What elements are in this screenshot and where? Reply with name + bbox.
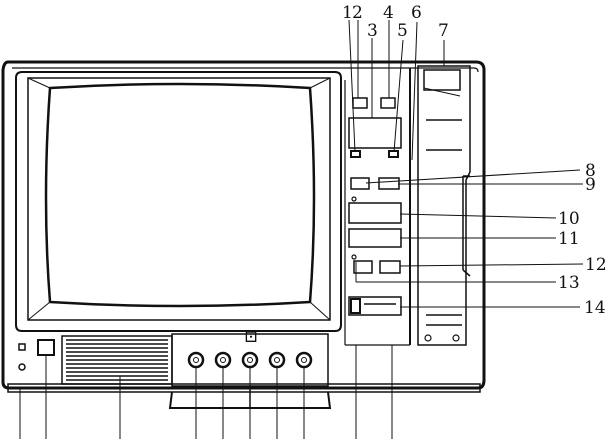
lower-front-panel: ⊡ <box>18 327 332 409</box>
callout-14: 14 <box>584 298 606 318</box>
callout-1: 1 <box>342 3 353 23</box>
button-13 <box>353 260 373 274</box>
knob-5 <box>295 351 313 369</box>
switch-5 <box>388 150 399 158</box>
button-9 <box>378 177 400 190</box>
switch-1 <box>350 150 361 158</box>
knob-2 <box>214 351 232 369</box>
button-8 <box>350 177 370 190</box>
callout-8: 8 <box>585 161 596 181</box>
button-12 <box>379 260 401 274</box>
power-switch <box>37 339 55 356</box>
indicator-lamp-2 <box>351 254 357 260</box>
callout-12: 12 <box>585 255 607 275</box>
callout-7: 7 <box>438 21 449 41</box>
power-lamp <box>18 363 26 371</box>
display-window-10 <box>348 202 402 224</box>
callout-2: 2 <box>352 3 363 23</box>
leader-lines <box>19 19 584 439</box>
indicator-lamp <box>351 196 357 202</box>
adjustment-knobs <box>187 351 313 369</box>
speaker-grille-slots <box>66 339 168 381</box>
control-panel <box>344 80 410 346</box>
selector-14 <box>348 296 402 316</box>
callout-labels: 1 2 3 4 5 6 7 8 9 10 11 12 13 14 <box>342 3 607 318</box>
display-window-11 <box>348 228 402 248</box>
callout-9: 9 <box>585 175 596 195</box>
button-4 <box>380 97 396 109</box>
callout-6: 6 <box>411 3 422 23</box>
sliding-door-7 <box>409 65 471 346</box>
crt-screen-assembly <box>15 71 342 332</box>
door-handle <box>423 69 461 91</box>
crt-screen <box>44 82 316 308</box>
button-2 <box>352 97 368 109</box>
callout-5: 5 <box>397 21 408 41</box>
monitor-cabinet <box>1 60 486 393</box>
callout-4: 4 <box>383 3 394 23</box>
callout-10: 10 <box>558 209 580 229</box>
knob-3 <box>241 351 259 369</box>
callout-13: 13 <box>558 273 580 293</box>
panel-mark: ⊡ <box>244 327 258 347</box>
power-indicator <box>18 343 26 351</box>
display-window-3 <box>348 117 402 149</box>
callout-3: 3 <box>367 21 378 41</box>
knob-1 <box>187 351 205 369</box>
callout-11: 11 <box>558 229 580 249</box>
knob-4 <box>268 351 286 369</box>
